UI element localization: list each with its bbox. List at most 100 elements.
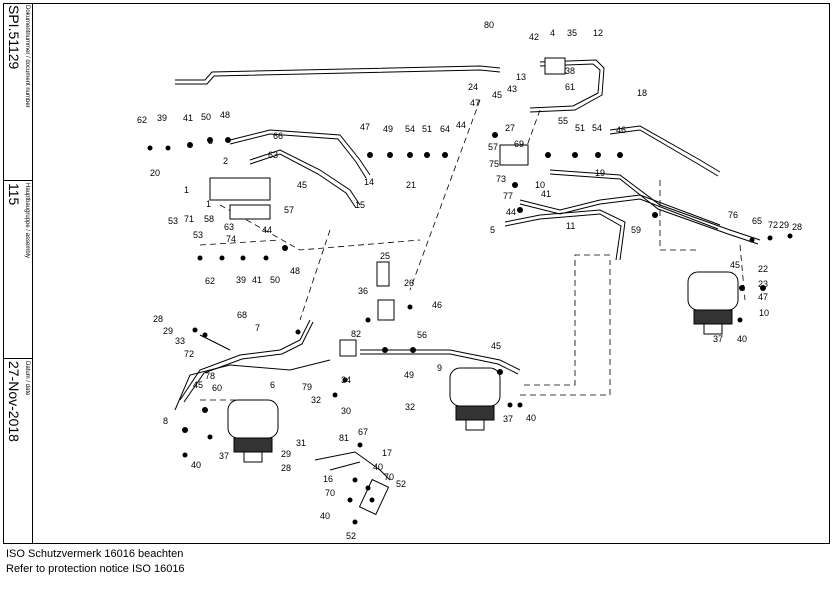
document-number-cell: Dokumentnummer / document number SPI.511… xyxy=(3,3,33,181)
callout-label: 72 xyxy=(184,349,194,359)
callout-labels: 80 4 35 12 42 38 13 61 24 47 43 45 18 62… xyxy=(137,20,802,541)
callout-label: 48 xyxy=(290,266,300,276)
callout-label: 56 xyxy=(417,330,427,340)
callout-label: 41 xyxy=(183,113,193,123)
callout-label: 47 xyxy=(360,122,370,132)
callout-label: 17 xyxy=(382,448,392,458)
callout-label: 48 xyxy=(220,110,230,120)
pipe-9 xyxy=(360,349,521,371)
callout-label: 44 xyxy=(506,207,516,217)
callout-label: 37 xyxy=(713,334,723,344)
main-group-label: Hauptbaugruppe / assembly xyxy=(24,183,30,259)
callout-label: 46 xyxy=(432,300,442,310)
callout-label: 76 xyxy=(728,210,738,220)
callout-label: 28 xyxy=(281,463,291,473)
callout-label: 41 xyxy=(541,189,551,199)
date: 27-Nov-2018 xyxy=(6,361,22,442)
fitting-34 xyxy=(339,339,357,357)
hydraulic-exploded-diagram: 80 4 35 12 42 38 13 61 24 47 43 45 18 62… xyxy=(137,20,802,541)
callout-label: 15 xyxy=(355,200,365,210)
callout-label: 41 xyxy=(252,275,262,285)
callout-label: 23 xyxy=(758,279,768,289)
valve-26 xyxy=(377,299,395,321)
callout-label: 1 xyxy=(206,199,211,209)
callout-label: 77 xyxy=(503,191,513,201)
date-label: Datum / date xyxy=(24,361,30,396)
callout-label: 61 xyxy=(565,82,575,92)
callout-label: 32 xyxy=(311,395,321,405)
callout-label: 52 xyxy=(346,531,356,541)
callout-label: 49 xyxy=(404,370,414,380)
callout-label: 55 xyxy=(558,116,568,126)
callout-label: 40 xyxy=(737,334,747,344)
callout-label: 39 xyxy=(157,113,167,123)
title-block: Dokumentnummer / document number SPI.511… xyxy=(3,3,33,544)
callout-label: 30 xyxy=(341,406,351,416)
callout-label: 29 xyxy=(163,326,173,336)
cylinder-52 xyxy=(358,478,390,516)
callout-label: 54 xyxy=(592,123,602,133)
main-group: 115 xyxy=(6,183,22,206)
callout-label: 51 xyxy=(575,123,585,133)
callout-label: 5 xyxy=(490,225,495,235)
pipe-18 xyxy=(609,125,721,173)
callout-label: 35 xyxy=(567,28,577,38)
pipe-6 xyxy=(174,359,331,411)
pipe-80 xyxy=(175,65,501,81)
callout-label: 79 xyxy=(302,382,312,392)
callout-label: 7 xyxy=(255,323,260,333)
callout-label: 34 xyxy=(341,375,351,385)
callout-label: 28 xyxy=(792,222,802,232)
callout-label: 37 xyxy=(503,414,513,424)
valve-25 xyxy=(376,261,390,287)
callout-label: 33 xyxy=(175,336,185,346)
callout-label: 68 xyxy=(237,310,247,320)
callout-label: 24 xyxy=(468,82,478,92)
callout-label: 32 xyxy=(405,402,415,412)
callout-label: 52 xyxy=(396,479,406,489)
callout-label: 4 xyxy=(550,28,555,38)
pipe-11 xyxy=(519,194,721,226)
callout-label: 82 xyxy=(351,329,361,339)
date-cell: Datum / date 27-Nov-2018 xyxy=(3,359,33,544)
callout-label: 37 xyxy=(219,451,229,461)
callout-label: 72 xyxy=(768,220,778,230)
callout-label: 42 xyxy=(529,32,539,42)
callout-label: 6 xyxy=(270,380,275,390)
callout-label: 80 xyxy=(484,20,494,30)
callout-label: 2 xyxy=(223,156,228,166)
pipe-5 xyxy=(504,209,626,261)
callout-label: 45 xyxy=(492,90,502,100)
pipe-7 xyxy=(179,319,311,401)
pipe-66 xyxy=(229,129,371,176)
callout-label: 65 xyxy=(752,216,762,226)
callout-label: 27 xyxy=(505,123,515,133)
callout-label: 25 xyxy=(380,251,390,261)
callout-label: 46 xyxy=(616,125,626,135)
callout-label: 29 xyxy=(779,220,789,230)
callout-label: 62 xyxy=(205,276,215,286)
callout-label: 16 xyxy=(323,474,333,484)
callout-label: 45 xyxy=(491,341,501,351)
callout-label: 8 xyxy=(163,416,168,426)
hydraulic-motor-middle xyxy=(449,367,501,431)
callout-label: 19 xyxy=(595,168,605,178)
callout-label: 47 xyxy=(470,98,480,108)
callout-label: 59 xyxy=(631,225,641,235)
callout-label: 70 xyxy=(384,472,394,482)
callout-label: 51 xyxy=(422,124,432,134)
callout-label: 43 xyxy=(507,84,517,94)
callout-label: 50 xyxy=(270,275,280,285)
pipe-15 xyxy=(249,149,361,206)
callout-label: 50 xyxy=(201,112,211,122)
callout-label: 21 xyxy=(406,180,416,190)
callout-label: 66 xyxy=(273,131,283,141)
callout-label: 10 xyxy=(535,180,545,190)
callout-label: 31 xyxy=(296,438,306,448)
callout-label: 38 xyxy=(565,66,575,76)
callout-label: 69 xyxy=(514,139,524,149)
callout-label: 60 xyxy=(212,383,222,393)
document-number-label: Dokumentnummer / document number xyxy=(24,5,30,108)
pipe-12 xyxy=(529,59,605,113)
valve-block-1 xyxy=(209,177,271,201)
